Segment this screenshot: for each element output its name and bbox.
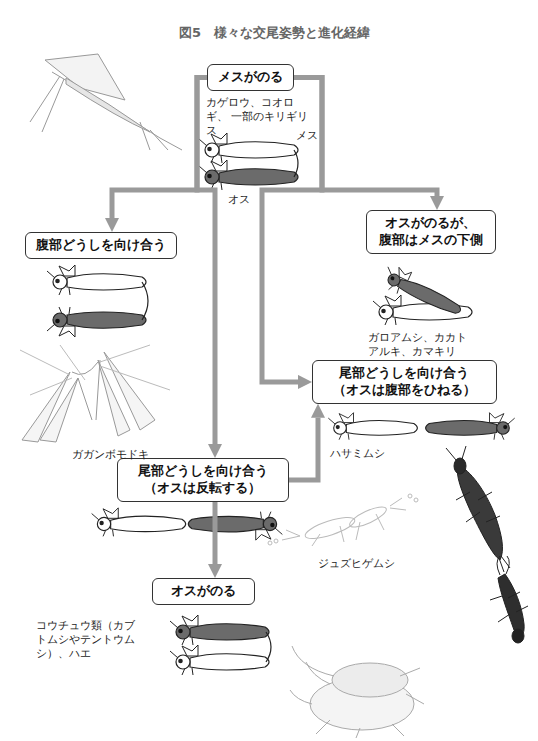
species-label: ガロアムシ、カカトアルキ、カマキリ: [368, 330, 473, 358]
bodies: [72, 360, 100, 420]
posture-tail-reverse: [92, 508, 283, 540]
box-text: メスがのる: [218, 69, 283, 86]
female-insect: [92, 508, 186, 536]
female-insect: [170, 645, 269, 675]
beetle-sketch: [290, 646, 424, 738]
earwig-legs: [446, 446, 510, 572]
crane-fly-sketch: [20, 345, 170, 442]
female-insect: [47, 265, 146, 295]
legs: [282, 498, 406, 546]
posture-female-top: [199, 133, 298, 190]
posture-male-top: [170, 615, 271, 675]
wing: [104, 352, 155, 430]
male-insect: [199, 160, 298, 190]
earwig-head: [454, 458, 466, 474]
bead: [274, 539, 278, 543]
legs: [316, 668, 424, 738]
mayfly-sketch: [30, 54, 182, 150]
male-insect: [188, 512, 282, 541]
genital-link: [266, 632, 271, 662]
bead: [408, 494, 412, 498]
species-label: ハサミムシ: [330, 446, 385, 460]
posture-belly-to-belly: [47, 265, 148, 337]
flow-arrow: [262, 77, 322, 382]
body: [303, 513, 357, 542]
posture-male-top-below: [373, 262, 472, 325]
body: [52, 72, 182, 150]
box-text: オスがのる: [171, 583, 236, 600]
posture-box: 尾部どうしを向け合う （オスは反転する）: [117, 458, 289, 502]
flow-arrow: [112, 77, 207, 218]
body-shade: [66, 78, 150, 132]
female-insect: [199, 133, 298, 163]
species-label: メス: [296, 128, 318, 142]
genital-link: [142, 282, 148, 320]
earwig-body: [498, 574, 524, 636]
figure-title: 図5 様々な交尾姿勢と進化経緯: [179, 24, 370, 42]
posture-tail-twist: [328, 413, 514, 440]
earwig-head: [512, 629, 524, 643]
box-text: オスがのるが、 腹部はメスの下側: [377, 215, 485, 249]
male-insect: [379, 262, 466, 321]
species-label: ガガンボモドキ: [72, 447, 149, 461]
horns: [290, 646, 334, 704]
zorapteran-sketch: [268, 494, 418, 546]
earwig-legs: [490, 556, 528, 622]
box-text: 腹部どうしを向け合う: [36, 237, 166, 254]
posture-box: メスがのる: [207, 64, 294, 91]
posture-box: 腹部どうしを向け合う: [25, 232, 177, 259]
earwig-sketch: [446, 446, 528, 643]
species-label: コウチュウ類（カブトムシやテントウムシ）、ハエ: [36, 618, 144, 661]
wing: [40, 378, 78, 442]
flow-arrow: [213, 502, 218, 564]
male-insect: [47, 307, 146, 337]
posture-box: オスがのる: [152, 578, 255, 605]
flow-arrow: [294, 77, 437, 196]
species-label: オス: [228, 192, 250, 206]
legs: [20, 345, 170, 395]
box-text: 尾部どうしを向け合う （オスは反転する）: [136, 463, 270, 497]
tails-legs: [30, 76, 168, 150]
posture-box: 尾部どうしを向け合う （オスは腹部をひねる）: [312, 360, 497, 404]
beetle-body: [332, 663, 408, 697]
male-insect: [170, 615, 269, 645]
bead: [414, 498, 418, 502]
posture-box: オスがのるが、 腹部はメスの下側: [366, 210, 496, 254]
box-text: 尾部どうしを向け合う （オスは腹部をひねる）: [331, 365, 478, 399]
genital-link: [294, 150, 298, 177]
bead: [268, 541, 272, 545]
male-insect: [426, 413, 515, 440]
species-label: ジュズヒゲムシ: [318, 556, 395, 570]
female-insect: [328, 413, 417, 440]
flow-arrow: [289, 418, 318, 480]
